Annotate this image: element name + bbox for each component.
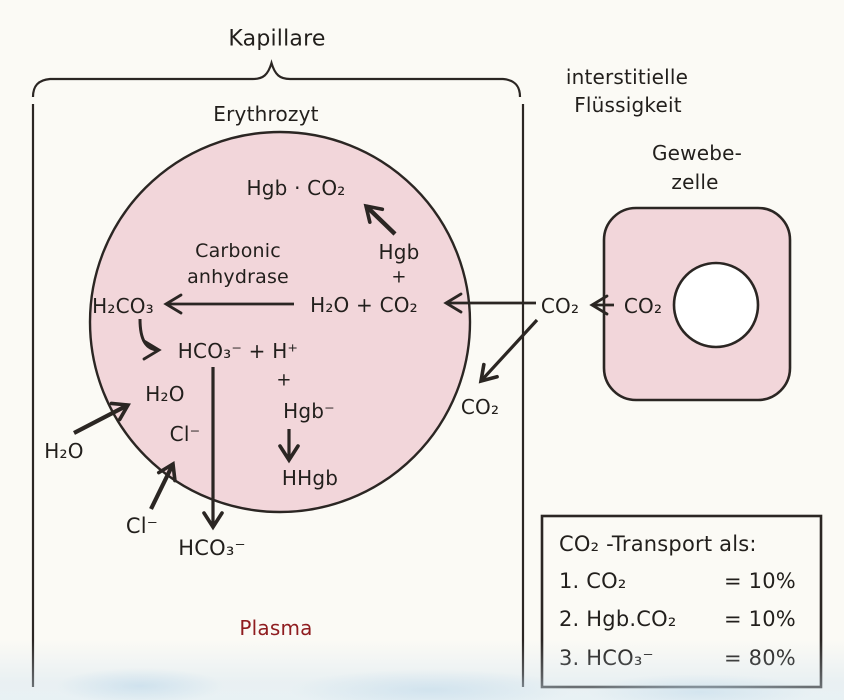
legend-row-2-label: 2. Hgb.CO₂: [559, 607, 677, 631]
legend-row-1-label: 1. CO₂: [559, 569, 627, 593]
legend-row-1-value: = 10%: [724, 569, 796, 593]
arrow-hgb-to-hgbco2: [363, 203, 397, 236]
formula-co2-tissue: CO₂: [623, 294, 663, 318]
formula-cl-inside: Cl⁻: [169, 422, 201, 446]
arrow-h2o-into-erythrocyte: [73, 401, 131, 435]
erythrocyte-label: Erythrozyt: [213, 102, 319, 126]
arrow-cl-into-erythrocyte: [149, 461, 177, 510]
formula-h2o-inside: H₂O: [145, 382, 185, 406]
interstitial-label-2: Flüssigkeit: [574, 93, 682, 117]
interstitial-label-1: interstitielle: [565, 65, 689, 89]
formula-h2o-outside: H₂O: [44, 439, 84, 463]
formula-hgb-co2: Hgb · CO₂: [246, 176, 346, 200]
plasma-label: Plasma: [239, 616, 313, 640]
plus-sign-top: +: [391, 266, 407, 288]
capillary-brace: [31, 59, 522, 98]
arrow-h2co3-to-hco3: [138, 318, 162, 361]
formula-co2-plasma: CO₂: [460, 395, 500, 419]
legend-row-3-value: = 80%: [724, 646, 796, 670]
tissue-cell-label-1: Gewebe-: [651, 141, 743, 165]
legend-row-3-label: 3. HCO₃⁻: [559, 646, 654, 670]
formula-hhgb: HHgb: [281, 466, 339, 490]
capillary-label: Kapillare: [228, 26, 326, 52]
tissue-cell-label-2: zelle: [671, 170, 719, 194]
formula-h2o-plus-co2: H₂O + CO₂: [310, 293, 418, 317]
enzyme-label-1: Carbonic: [195, 240, 281, 262]
formula-hgb: Hgb: [378, 240, 420, 264]
enzyme-label-2: anhydrase: [187, 266, 289, 288]
plus-sign-mid: +: [276, 369, 292, 391]
tissue-cell-nucleus: [672, 261, 760, 349]
formula-hgb-minus: Hgb⁻: [283, 399, 335, 423]
arrow-co2-into-plasma: [478, 318, 539, 384]
formula-hco3-outside: HCO₃⁻: [178, 536, 246, 560]
formula-co2-interstitial: CO₂: [540, 294, 580, 318]
legend-row-2-value: = 10%: [724, 607, 796, 631]
formula-cl-outside: Cl⁻: [125, 514, 159, 538]
formula-h2co3: H₂CO₃: [92, 294, 154, 318]
formula-hco3-plus-h: HCO₃⁻ + H⁺: [177, 339, 299, 363]
erythrocyte-cell-shape: [88, 130, 472, 514]
legend-title: CO₂ -Transport als:: [559, 532, 757, 556]
